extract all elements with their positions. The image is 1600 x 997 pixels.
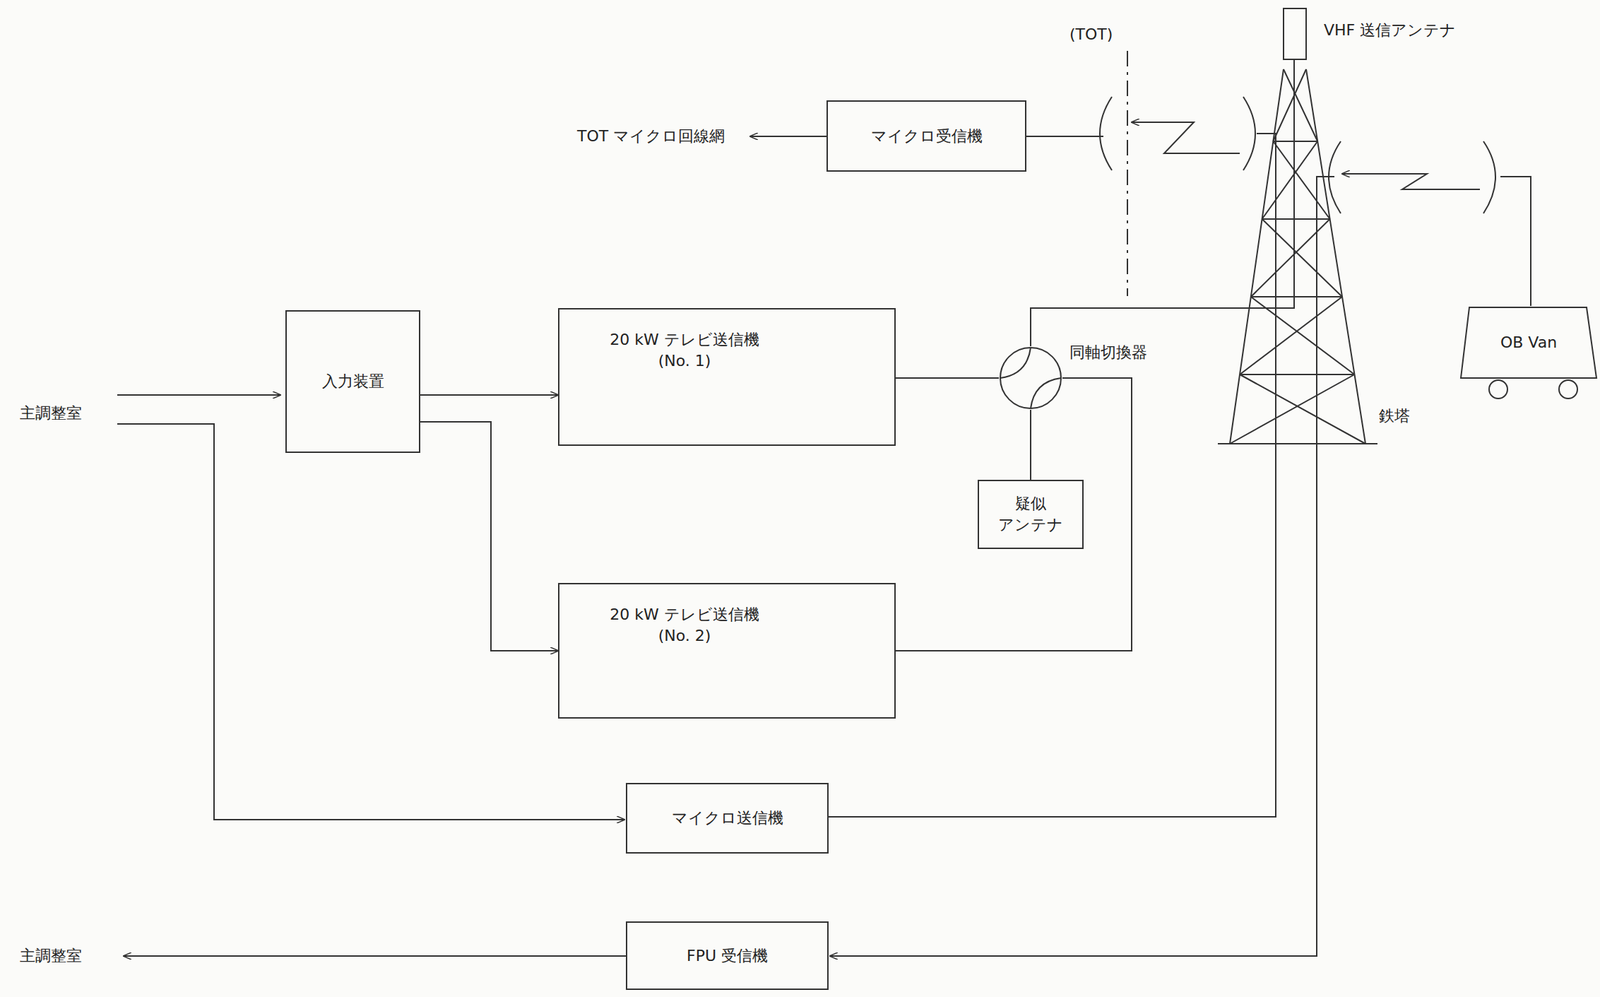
node-label: OB Van <box>1500 332 1557 354</box>
tower-label: 鉄塔 <box>1377 405 1412 427</box>
node-label: 20 kW テレビ送信機 (No. 2) <box>596 603 773 646</box>
feed-line <box>830 176 1335 956</box>
network-label: TOT マイクロ回線網 <box>575 125 727 147</box>
van-wheel <box>1489 380 1508 399</box>
node-label: マイクロ受信機 <box>870 125 983 147</box>
signal-connector <box>420 421 559 651</box>
receiver-box: FPU 受信機 <box>625 921 829 990</box>
transmitter-box: 20 kW テレビ送信機 (No. 2) <box>558 582 896 719</box>
feed-line <box>1500 176 1531 306</box>
signal-connector <box>420 394 559 396</box>
feed-line <box>1026 135 1104 138</box>
node-label: FPU 受信機 <box>686 945 768 967</box>
signal-wire <box>117 423 625 820</box>
node-label: 疑似 アンテナ <box>991 493 1070 535</box>
signal-connector <box>895 377 999 379</box>
boundary-line <box>1126 50 1129 296</box>
radio-link <box>1131 122 1240 154</box>
transmitter-box: マイクロ送信機 <box>625 782 829 854</box>
ob-van: OB Van <box>1459 305 1598 380</box>
switch-symbol <box>998 346 1063 410</box>
steel-tower <box>1217 69 1378 444</box>
dish-antenna <box>1243 96 1256 171</box>
antenna-label: VHF 送信アンテナ <box>1322 19 1458 41</box>
coax-switch: 同軸切換器 <box>998 346 1063 410</box>
dummy-antenna-box: 疑似 アンテナ <box>977 479 1084 549</box>
node-label: 入力装置 <box>322 370 385 393</box>
signal-wire <box>123 955 626 957</box>
radio-link <box>1342 173 1480 190</box>
signal-connector <box>895 377 1132 651</box>
dish-antenna <box>1099 96 1112 171</box>
dish-antenna <box>1483 141 1496 214</box>
signal-wire <box>750 135 827 138</box>
feed-line <box>1030 59 1295 347</box>
signal-wire <box>117 394 281 396</box>
receiver-box: マイクロ受信機 <box>826 100 1027 172</box>
node-label: 20 kW テレビ送信機 (No. 1) <box>596 329 773 371</box>
van-wheel <box>1559 380 1578 399</box>
boundary-label: (TOT) <box>1068 25 1114 44</box>
room-label: 主調整室 <box>18 945 84 967</box>
node-label: 同軸切換器 <box>1069 341 1148 364</box>
node-label: マイクロ送信機 <box>671 807 784 829</box>
room-label: 主調整室 <box>18 402 84 424</box>
transmitter-box: 20 kW テレビ送信機 (No. 1) <box>558 307 896 446</box>
vhf-antenna <box>1283 8 1307 60</box>
input-box: 入力装置 <box>285 310 421 453</box>
signal-connector <box>1029 409 1032 480</box>
